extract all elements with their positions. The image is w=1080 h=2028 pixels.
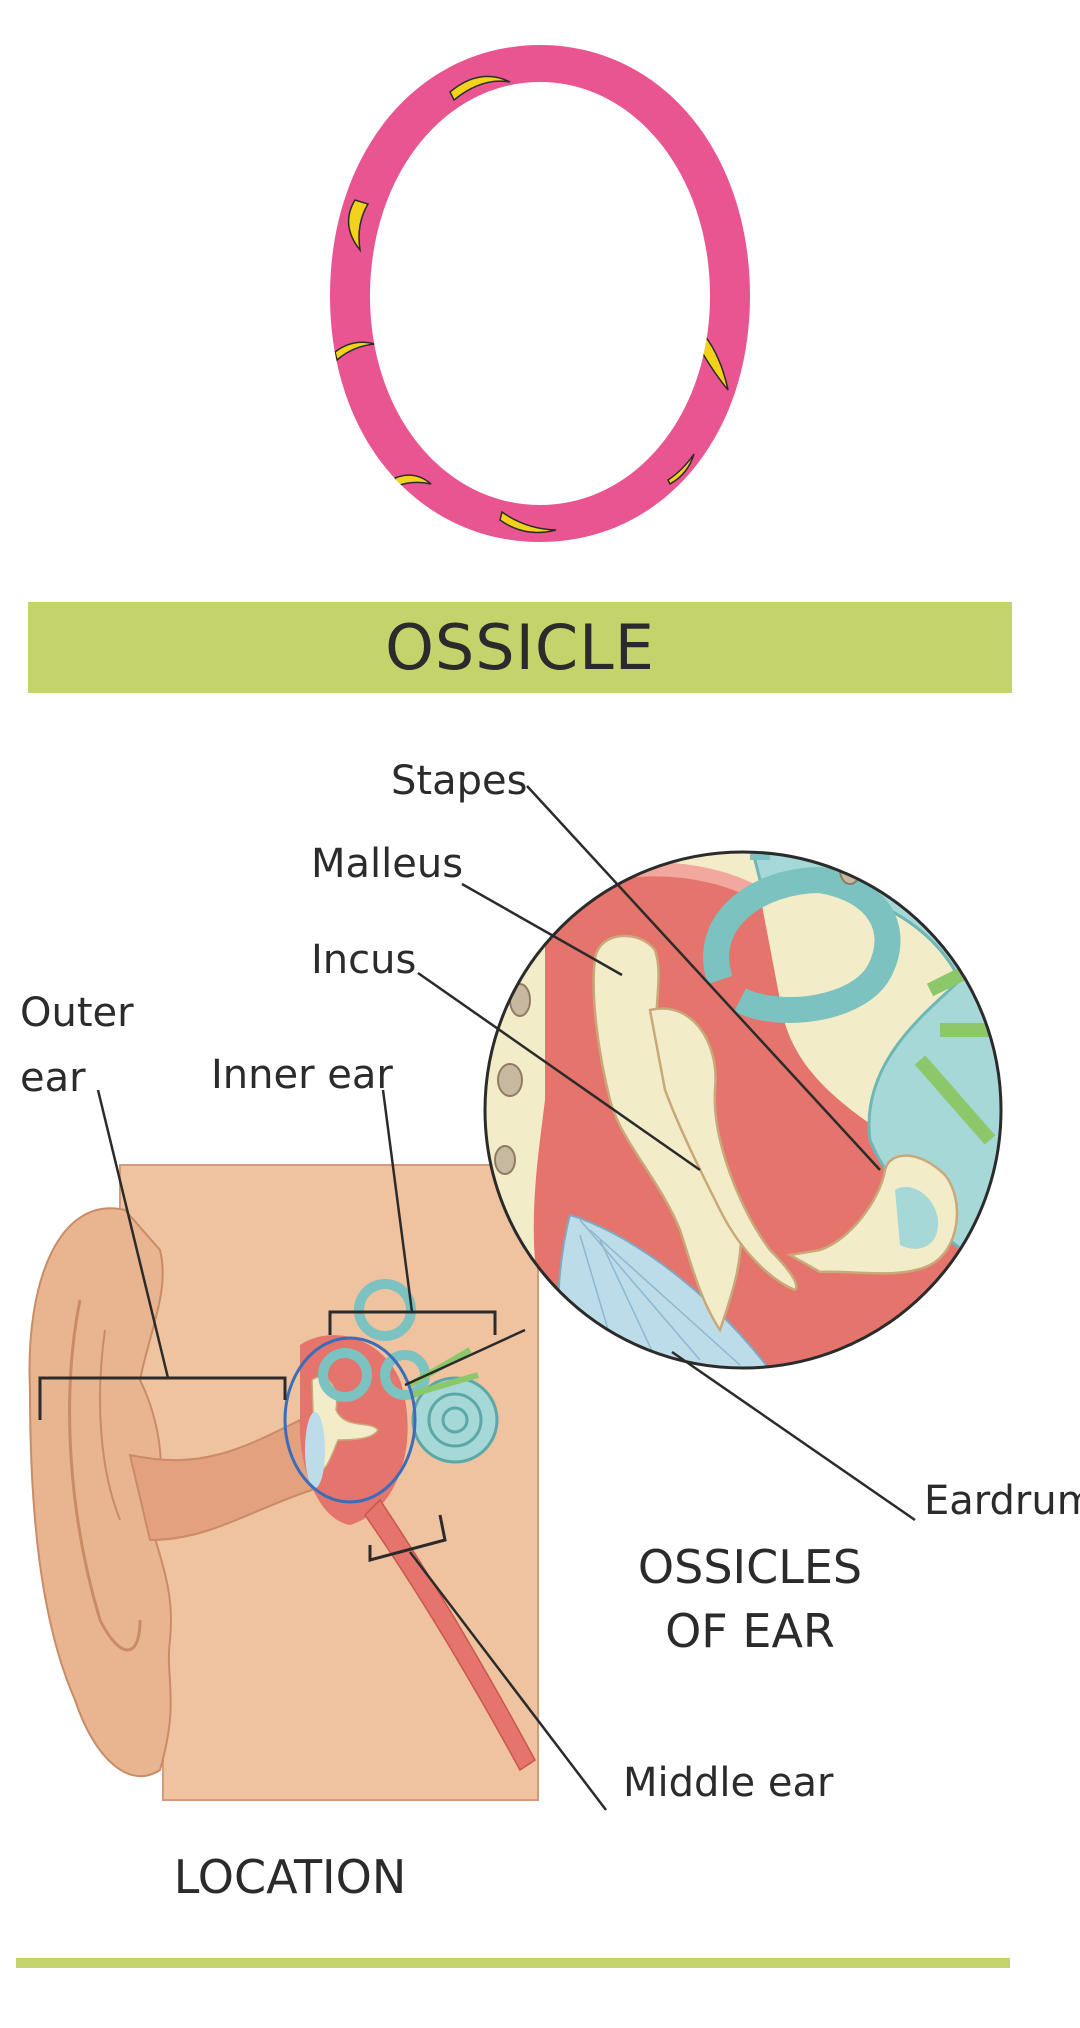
banana-icon <box>449 75 511 102</box>
label-outer-ear-line1: Outer <box>20 990 134 1036</box>
eardrum-leader <box>671 1350 916 1522</box>
middle-ear-bracket <box>368 1514 447 1562</box>
bottom-divider <box>16 1958 1010 1968</box>
malleus-bone <box>592 934 743 1333</box>
focus-circle <box>283 1336 417 1504</box>
inner-ear-bracket <box>328 1310 497 1335</box>
inner-ear-leader <box>381 1089 414 1313</box>
magnified-border <box>483 850 1003 1370</box>
caption-ossicles-line2: OF EAR <box>665 1604 835 1659</box>
banana-icon <box>667 453 695 486</box>
label-malleus: Malleus <box>311 841 464 887</box>
eardrum-small <box>305 1412 325 1488</box>
label-stapes: Stapes <box>391 758 528 804</box>
pinna-inner-fold <box>99 1329 121 1521</box>
banner-title: OSSICLE <box>385 611 655 684</box>
label-eardrum: Eardrum <box>924 1478 1080 1524</box>
canal-arch <box>750 852 884 861</box>
cochlea-small <box>411 1376 499 1464</box>
label-incus: Incus <box>311 937 417 983</box>
stapes-footplate-hole <box>895 1186 939 1249</box>
magnified-view <box>485 852 1001 1368</box>
banana-icon <box>499 510 557 534</box>
caption-ossicles-of-ear: OSSICLES OF EAR <box>600 1535 900 1664</box>
outer-ear-bracket <box>38 1376 287 1420</box>
banana-icon <box>394 474 432 487</box>
ear-canal <box>128 1418 314 1542</box>
caption-ossicles-line1: OSSICLES <box>637 1540 863 1594</box>
malleus-leader <box>461 882 623 977</box>
pinna-shape <box>28 1207 172 1778</box>
zoom-connector <box>404 1328 526 1387</box>
label-middle-ear: Middle ear <box>623 1760 834 1806</box>
ear-anatomy-diagram <box>28 785 1003 1811</box>
incus-bone <box>648 1007 798 1292</box>
eustachian-tube <box>364 1498 536 1772</box>
banana-icon <box>347 199 370 253</box>
caption-location: LOCATION <box>173 1850 407 1904</box>
label-inner-ear: Inner ear <box>211 1052 393 1098</box>
outer-ear-leader <box>96 1089 170 1379</box>
letter-o-graphic <box>330 45 750 542</box>
incus-leader <box>417 971 701 1172</box>
title-banner: OSSICLE <box>28 602 1012 693</box>
semicircular-canal <box>703 866 901 1023</box>
label-outer-ear-line2: ear <box>20 1055 86 1101</box>
middle-ear-leader <box>409 1551 607 1811</box>
stapes-leader <box>526 785 881 1171</box>
